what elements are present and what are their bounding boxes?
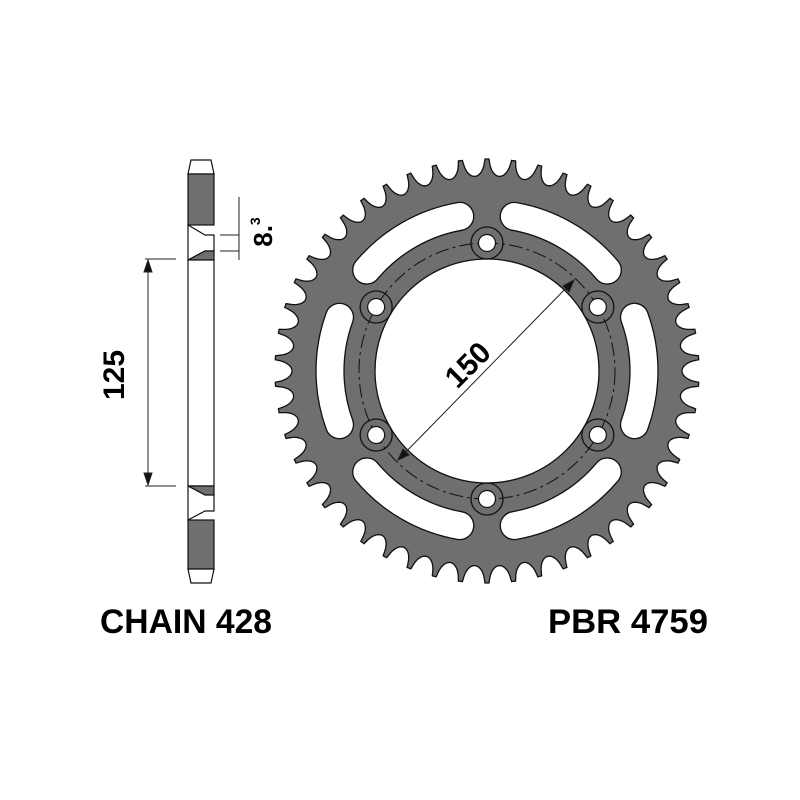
sprocket-front-view xyxy=(274,158,700,584)
thickness-dimension xyxy=(220,197,240,260)
part-number-label: PBR 4759 xyxy=(548,603,708,641)
bolt-counterbore xyxy=(359,290,393,324)
bolt-circle-dimension-label: 150 xyxy=(439,336,498,395)
hub-dimension xyxy=(143,258,176,487)
hub-dimension-label: 125 xyxy=(98,350,131,400)
bolt-hole xyxy=(588,297,607,317)
bottom-tooth-section xyxy=(187,519,215,570)
bolt-counterbore xyxy=(581,290,615,324)
bolt-hole xyxy=(477,489,497,509)
sprocket-body xyxy=(274,158,700,584)
thickness-main: 8. xyxy=(248,225,278,247)
bolt-counterbore xyxy=(470,226,504,260)
bottom-cap xyxy=(187,568,215,584)
thickness-label: 8.3 xyxy=(247,217,278,247)
bolt-counterbore xyxy=(470,482,504,516)
bolt-hole xyxy=(367,425,386,445)
bolt-hole xyxy=(588,425,607,445)
bolt-counterbore xyxy=(581,418,615,452)
bolt-counterbore xyxy=(359,418,393,452)
top-tooth-section xyxy=(187,173,215,226)
bolt-circle-dimension xyxy=(396,278,576,462)
thickness-sup: 3 xyxy=(247,217,263,225)
bolt-hole xyxy=(477,233,497,253)
side-profile xyxy=(187,159,215,584)
top-cap xyxy=(187,159,215,175)
bolt-hole xyxy=(367,297,386,317)
chain-label: CHAIN 428 xyxy=(100,603,272,641)
hub-section xyxy=(187,259,215,487)
